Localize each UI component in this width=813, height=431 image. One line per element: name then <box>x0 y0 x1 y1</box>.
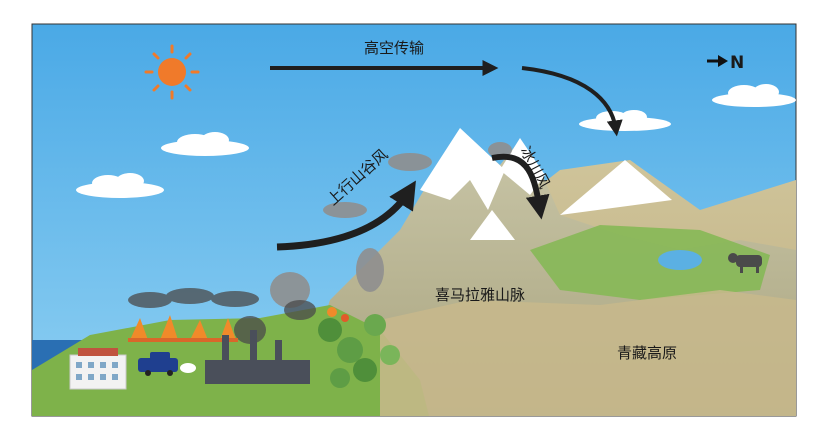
vehicle-icon <box>138 352 196 376</box>
plateau-meadow <box>530 225 770 300</box>
snow-cap-main <box>420 128 505 210</box>
glacier-wind-arrow <box>491 153 550 220</box>
label-north: N <box>730 53 744 73</box>
sun-icon <box>144 44 200 100</box>
plateau-ground <box>380 290 796 416</box>
upslope-wind-arrow <box>276 180 416 251</box>
cloud-icon <box>712 84 796 107</box>
descending-arrow <box>521 66 623 137</box>
label-himalayas: 喜马拉雅山脉 <box>435 286 525 304</box>
label-high-altitude-transport: 高空传输 <box>364 39 424 57</box>
snow-cap <box>560 160 672 215</box>
smoke-plume-icon <box>270 142 512 308</box>
yak-icon <box>728 253 762 273</box>
building-icon <box>69 348 127 390</box>
cloud-icon <box>161 132 249 156</box>
north-arrow-icon <box>707 55 728 67</box>
smoke-plume-icon <box>128 288 316 344</box>
tree-icon <box>318 307 400 388</box>
cloud-icon <box>76 173 164 198</box>
label-tibetan-plateau: 青藏高原 <box>617 344 677 362</box>
snow-cap-small <box>470 210 515 240</box>
lake-icon <box>658 250 702 270</box>
factory-icon <box>205 330 310 384</box>
